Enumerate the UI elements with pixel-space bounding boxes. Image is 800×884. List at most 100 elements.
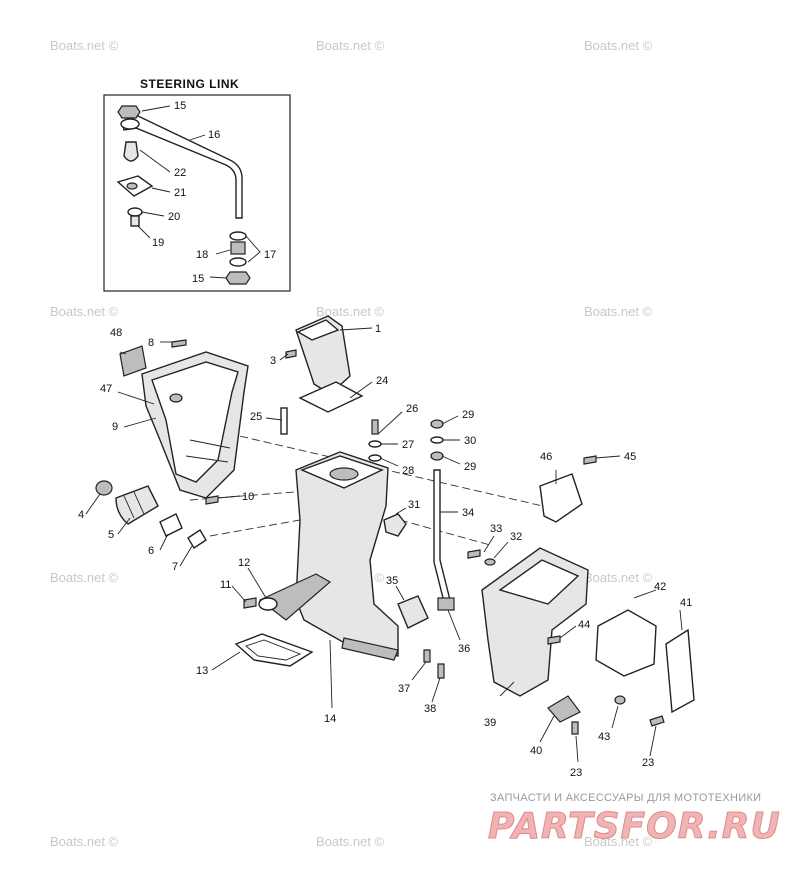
banner-tagline: ЗАПЧАСТИ И АКСЕССУАРЫ ДЛЯ МОТОТЕХНИКИ: [490, 792, 761, 804]
callout-12: 12: [238, 557, 250, 569]
leader: [493, 541, 509, 559]
callout-15: 15: [174, 100, 186, 112]
leader: [189, 134, 206, 141]
boot-5: [115, 485, 159, 525]
mount-31: [383, 513, 407, 537]
nut-43: [614, 695, 626, 705]
callout-38: 38: [424, 703, 436, 715]
callout-15: 15: [192, 273, 204, 285]
callout-10: 10: [242, 491, 254, 503]
cowl-rib: [189, 439, 231, 449]
nut-15-bottom: [225, 271, 251, 285]
nut-15-top: [117, 105, 141, 119]
callout-34: 34: [462, 507, 474, 519]
watermark: Boats.net ©: [50, 570, 119, 585]
callout-28: 28: [402, 465, 414, 477]
bolt-19: [130, 215, 140, 227]
screw-10: [205, 495, 219, 505]
callout-22: 22: [174, 167, 186, 179]
tube-1-face: [296, 319, 340, 341]
watermark: Boats.net ©: [584, 304, 653, 319]
callout-18: 18: [196, 249, 208, 261]
leader: [151, 187, 171, 193]
callout-4: 4: [78, 509, 84, 521]
leader-lines: [85, 327, 683, 763]
leader: [395, 507, 407, 515]
center-small-parts: [368, 419, 496, 679]
screw-44: [547, 635, 561, 645]
callout-23a: 23: [570, 767, 582, 779]
housing-fin: [258, 573, 332, 621]
callout-26: 26: [406, 403, 418, 415]
leader: [483, 535, 495, 553]
leader: [209, 276, 227, 279]
callout-40: 40: [530, 745, 542, 757]
callout-47: 47: [100, 383, 112, 395]
plate-hole: [126, 182, 138, 190]
upper-cowl-assembly: [119, 339, 249, 499]
callout-33: 33: [490, 523, 502, 535]
clip-7: [187, 529, 207, 549]
decal-48: [119, 345, 147, 377]
watermarks: Boats.net © Boats.net © Boats.net © Boat…: [50, 38, 653, 849]
leader: [679, 609, 683, 631]
leader: [215, 249, 231, 255]
leader: [611, 705, 619, 729]
watermark: Boats.net ©: [50, 38, 119, 53]
seal-13: [234, 633, 314, 667]
leader: [137, 225, 151, 239]
dashed-axis: [399, 519, 491, 546]
plate-40: [547, 695, 581, 723]
leader: [539, 715, 555, 743]
bolt-23b: [649, 715, 665, 727]
callout-1: 1: [375, 323, 381, 335]
callout-31: 31: [408, 499, 420, 511]
housing-bore: [329, 467, 359, 481]
callout-16: 16: [208, 129, 220, 141]
washer-32: [484, 558, 496, 566]
leader: [395, 585, 405, 601]
seal-inner: [245, 639, 302, 661]
bolt-26: [371, 419, 379, 435]
callout-29b: 29: [464, 461, 476, 473]
cap-46: [539, 473, 583, 523]
leader: [179, 545, 193, 567]
right-assembly: [481, 455, 695, 735]
leader: [441, 455, 461, 465]
cowl-inner: [151, 361, 239, 483]
watermark: Boats.net ©: [50, 834, 119, 849]
callout-29a: 29: [462, 409, 474, 421]
watermark: Boats.net ©: [584, 38, 653, 53]
nut-29b: [430, 451, 444, 461]
callout-6: 6: [148, 545, 154, 557]
screw-45: [583, 455, 597, 465]
connector-36: [437, 597, 455, 611]
bracket-top: [498, 559, 580, 605]
callout-13: 13: [196, 665, 208, 677]
watermark: Boats.net ©: [316, 304, 385, 319]
callout-45: 45: [624, 451, 636, 463]
ball-joint-22: [123, 141, 139, 162]
callout-46: 46: [540, 451, 552, 463]
watermark: Boats.net ©: [316, 834, 385, 849]
callout-9: 9: [112, 421, 118, 433]
spring-6: [159, 513, 183, 537]
nut-29a: [430, 419, 444, 429]
leader: [431, 677, 441, 703]
leader: [217, 495, 241, 499]
callout-27: 27: [402, 439, 414, 451]
leader: [85, 493, 101, 515]
left-small-parts: [95, 480, 314, 667]
watermark: Boats.net ©: [584, 834, 653, 849]
washer-27: [368, 440, 382, 448]
callout-3: 3: [270, 355, 276, 367]
screw-8: [171, 339, 187, 348]
watermark: Boats.net ©: [316, 38, 385, 53]
leader: [279, 353, 289, 361]
cover-42: [595, 609, 657, 677]
leader: [329, 639, 333, 709]
shift-rod-34: [433, 469, 451, 603]
bolt-37: [423, 649, 431, 663]
watermark: Boats.net ©: [50, 304, 119, 319]
grommet-4: [95, 480, 113, 496]
